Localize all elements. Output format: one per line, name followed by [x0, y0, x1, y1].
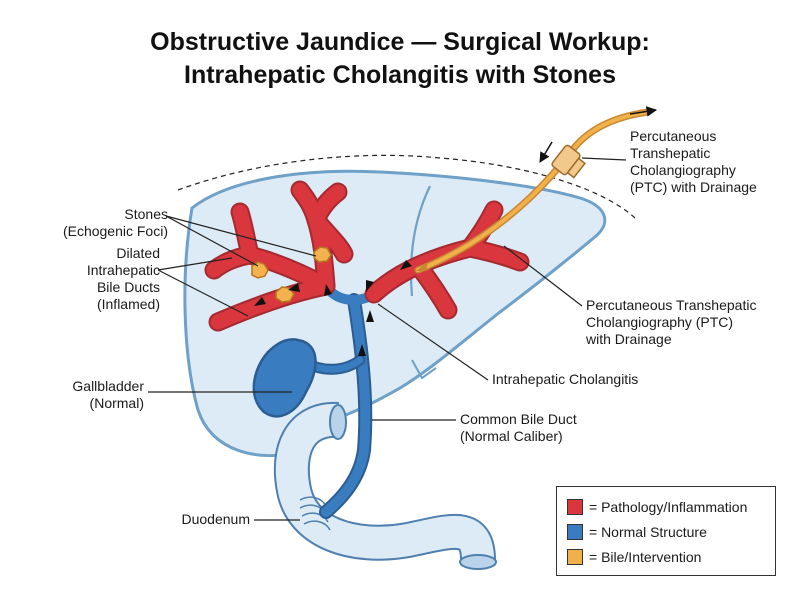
- dilated-ducts-right: [364, 200, 530, 320]
- lobe-fissure: [409, 185, 431, 297]
- skin-surface-line: [177, 154, 636, 219]
- page-title: Obstructive Jaundice — Surgical Workup: …: [0, 26, 800, 92]
- catheter-tip-arrow: [416, 262, 428, 271]
- legend-swatch-bile: [567, 548, 583, 565]
- label-stones: Stones (Echogenic Foci): [62, 206, 168, 239]
- legend-item-bile: = Bile/Intervention: [567, 544, 765, 569]
- label-ptc-right: Percutaneous Transhepatic Cholangiograph…: [586, 297, 757, 347]
- title-line-2: Intrahepatic Cholangitis with Stones: [184, 61, 616, 89]
- drainage-out-arrow: [629, 106, 658, 117]
- label-ptc-top: Percutaneous Transhepatic Cholangiograph…: [630, 128, 757, 195]
- drainage-in-arrow: [539, 141, 553, 163]
- label-duodenum: Duodenum: [181, 511, 251, 527]
- duodenum-opening: [329, 404, 347, 440]
- title-line-1: Obstructive Jaundice — Surgical Workup:: [150, 28, 650, 56]
- legend-item-normal: = Normal Structure: [567, 519, 765, 544]
- legend-swatch-pathology: [567, 498, 583, 515]
- gallbladder: [252, 338, 317, 418]
- catheter-hub: [551, 144, 586, 179]
- legend-swatch-normal: [567, 523, 583, 540]
- falciform-notch: [411, 359, 437, 380]
- label-gallbladder: Gallbladder (Normal): [72, 378, 144, 411]
- stone-3: [313, 246, 332, 263]
- dilated-ducts-left: [204, 180, 354, 332]
- duodenum-lumen: [275, 404, 494, 562]
- label-common-bile-duct: Common Bile Duct (Normal Caliber): [460, 411, 577, 444]
- stone-1: [251, 261, 269, 279]
- stone-2: [275, 286, 295, 303]
- stones: [251, 246, 332, 303]
- legend: = Pathology/Inflammation = Normal Struct…: [556, 486, 776, 576]
- legend-item-pathology: = Pathology/Inflammation: [567, 494, 765, 519]
- flow-arrows: [254, 260, 412, 356]
- leader-lines: [148, 157, 627, 521]
- duodenum-end: [459, 554, 497, 570]
- label-cholangitis: Intrahepatic Cholangitis: [492, 371, 639, 387]
- label-dilated-ducts: Dilated Intrahepatic Bile Ducts (Inflame…: [86, 245, 160, 312]
